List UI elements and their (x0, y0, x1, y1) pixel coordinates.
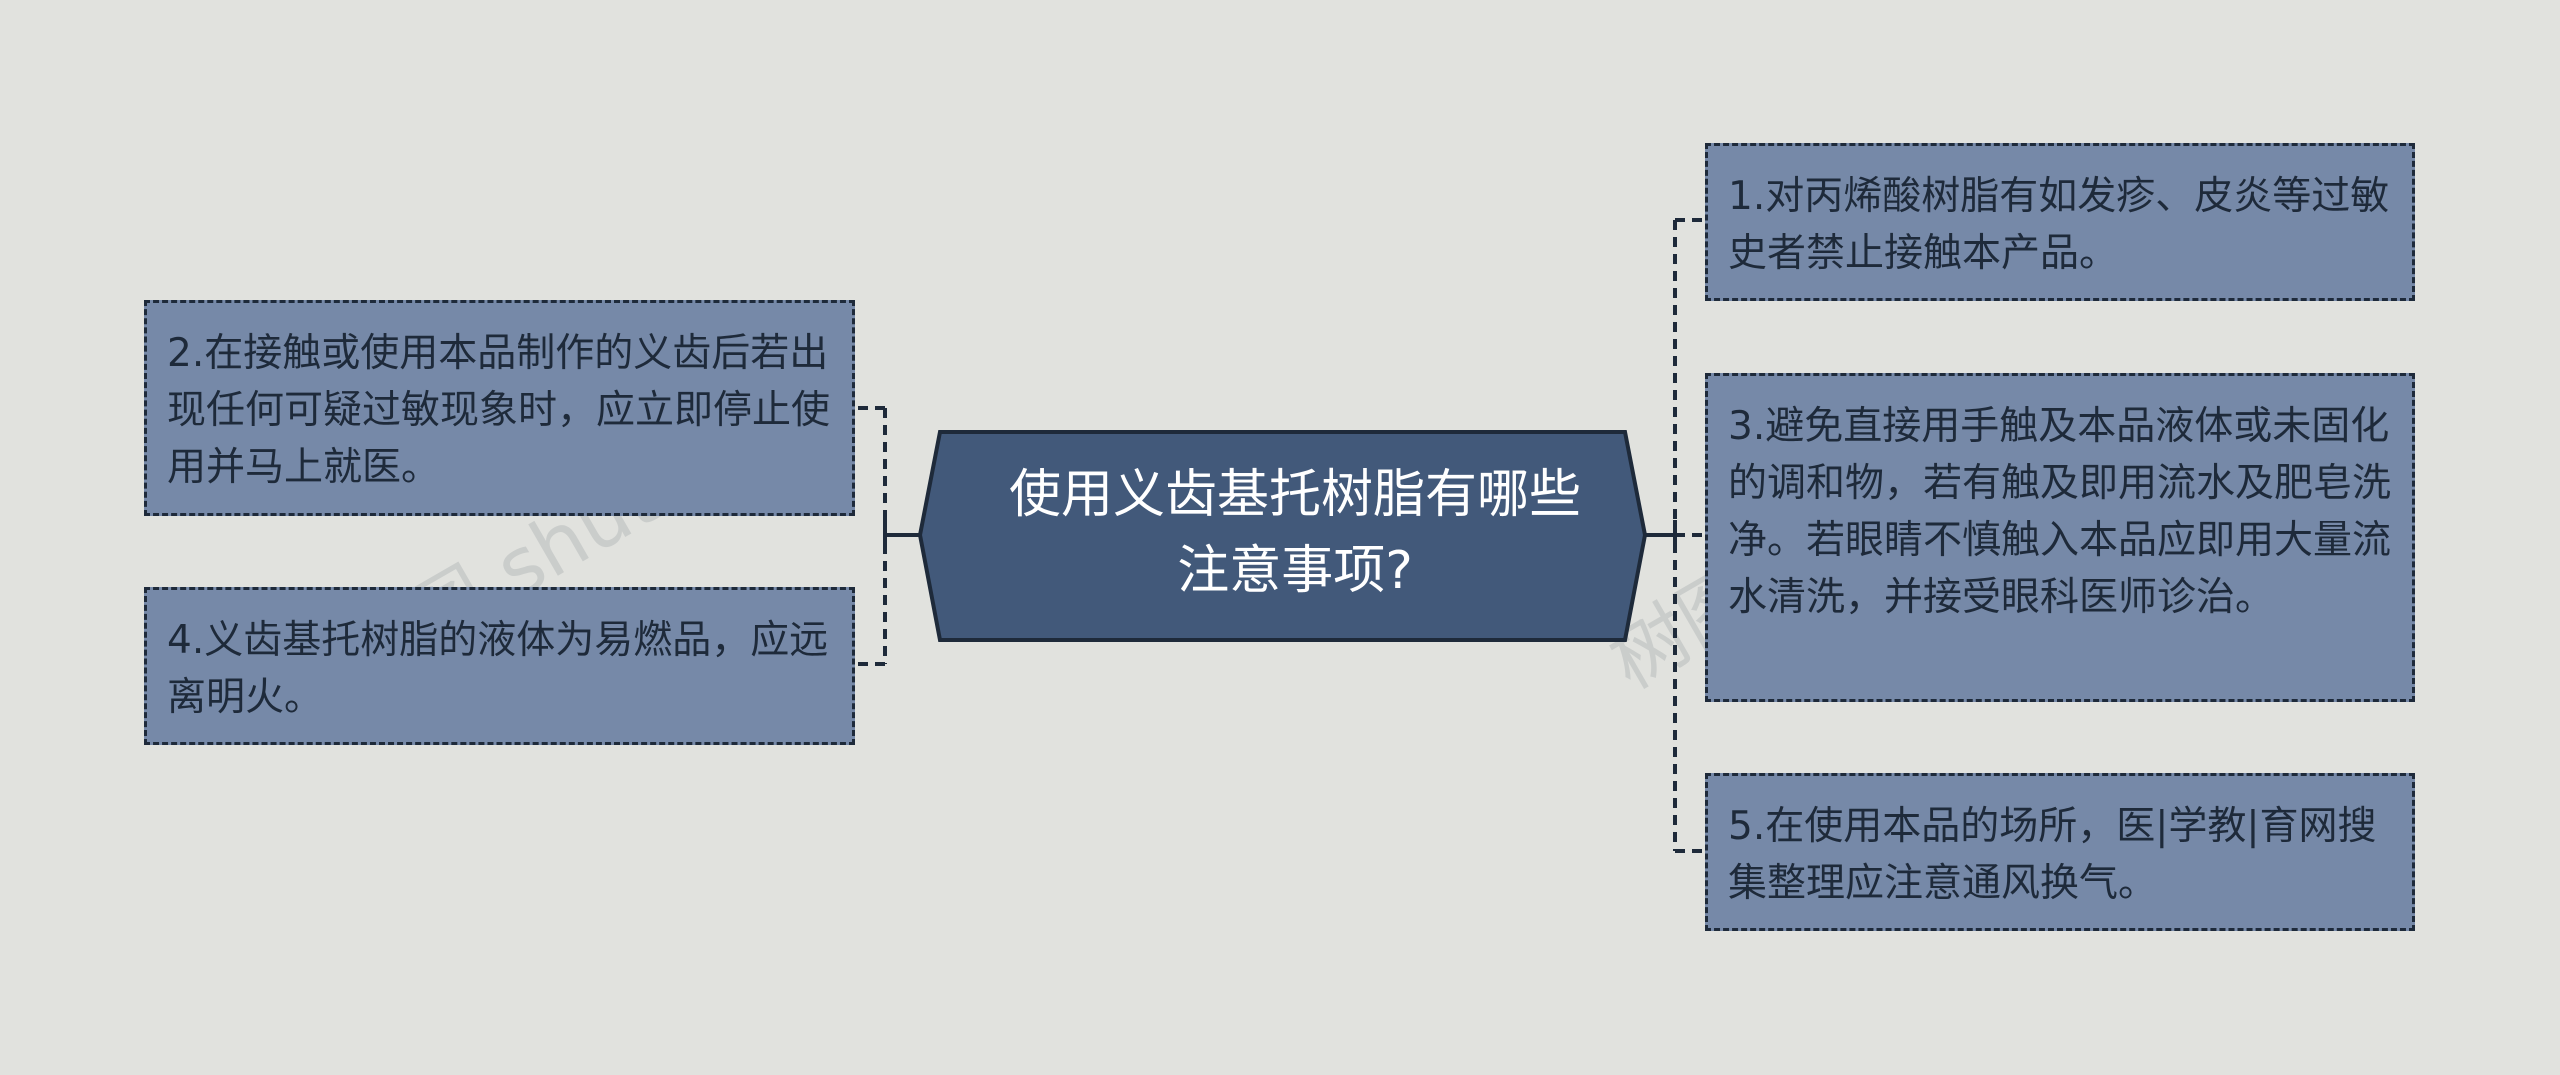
topic-node-5[interactable]: 5.在使用本品的场所，医|学教|育网搜集整理应注意通风换气。 (1705, 773, 2415, 931)
topic-node-1[interactable]: 1.对丙烯酸树脂有如发疹、皮炎等过敏史者禁止接触本产品。 (1705, 143, 2415, 301)
center-topic-shape (917, 430, 1648, 642)
topic-node-5-text: 5.在使用本品的场所，医|学教|育网搜集整理应注意通风换气。 (1728, 804, 2377, 906)
center-topic-title: 使用义齿基托树脂有哪些注意事项? (1008, 465, 1581, 601)
topic-node-4[interactable]: 4.义齿基托树脂的液体为易燃品，应远离明火。 (144, 587, 855, 745)
topic-node-2[interactable]: 2.在接触或使用本品制作的义齿后若出现任何可疑过敏现象时，应立即停止使用并马上就… (144, 300, 855, 516)
center-topic[interactable]: 使用义齿基托树脂有哪些注意事项? (930, 428, 1660, 638)
topic-node-2-text: 2.在接触或使用本品制作的义齿后若出现任何可疑过敏现象时，应立即停止使用并马上就… (167, 331, 831, 490)
topic-node-3-text: 3.避免直接用手触及本品液体或未固化的调和物，若有触及即用流水及肥皂洗净。若眼睛… (1728, 404, 2392, 620)
topic-node-1-text: 1.对丙烯酸树脂有如发疹、皮炎等过敏史者禁止接触本产品。 (1728, 174, 2390, 276)
topic-node-3[interactable]: 3.避免直接用手触及本品液体或未固化的调和物，若有触及即用流水及肥皂洗净。若眼睛… (1705, 373, 2415, 702)
topic-node-4-text: 4.义齿基托树脂的液体为易燃品，应远离明火。 (167, 618, 829, 720)
